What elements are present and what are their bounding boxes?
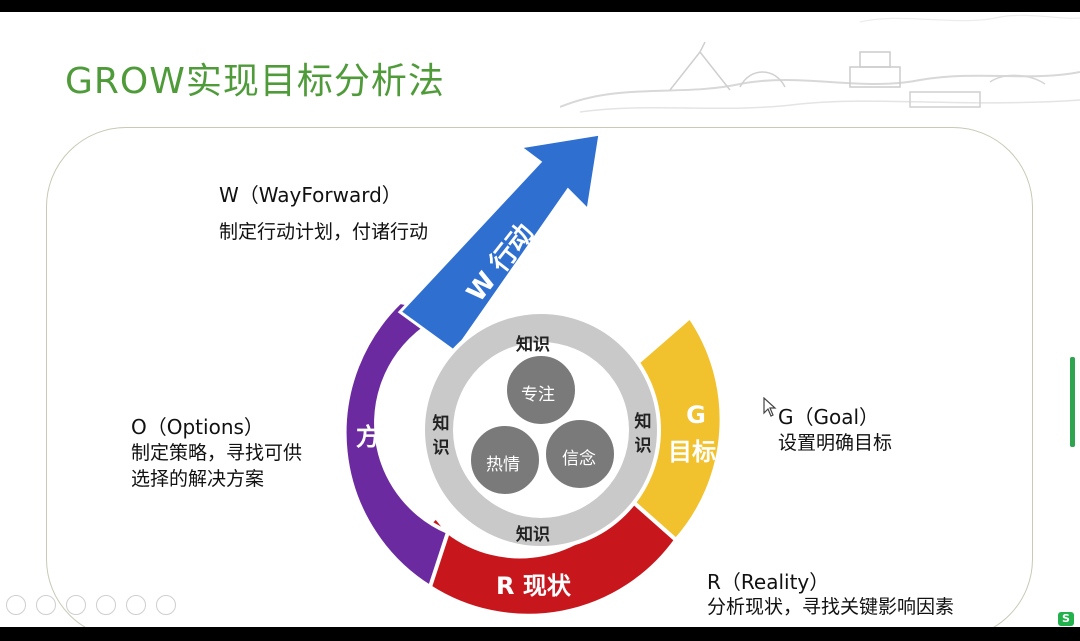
- g-segment-word: 目标: [668, 438, 716, 466]
- o-segment-word: 方案: [356, 423, 404, 451]
- o-segment-letter: O: [376, 386, 398, 414]
- player-toolbar: [6, 595, 176, 615]
- cursor-icon: [763, 397, 777, 417]
- core-label-belief: 信念: [562, 449, 596, 469]
- w-description: 制定行动计划，付诸行动: [219, 221, 429, 243]
- toolbar-pen-button[interactable]: [66, 595, 86, 615]
- r-description: 分析现状，寻找关键影响因素: [707, 596, 955, 618]
- core-circle-belief: [544, 418, 616, 490]
- w-heading: W（WayForward）: [219, 183, 402, 207]
- slide: GROW实现目标分析法 W 行动 知识 知识 知识 知识 专注 热情 信念 O …: [0, 12, 1080, 627]
- toolbar-prev-button[interactable]: [6, 595, 26, 615]
- ring-label-bottom: 知识: [516, 525, 550, 545]
- toolbar-more-button[interactable]: [156, 595, 176, 615]
- core-circle-focus: [505, 354, 577, 426]
- ring-label-left: 知识: [432, 414, 450, 458]
- page-title: GROW实现目标分析法: [65, 61, 445, 102]
- content-frame: [46, 127, 1033, 627]
- r-heading: R（Reality）: [707, 570, 830, 594]
- grow-cycle-diagram: W 行动: [342, 132, 724, 618]
- core-label-focus: 专注: [521, 385, 555, 405]
- ring-label-right: 知识: [634, 412, 652, 456]
- w-action-arrow: [397, 132, 602, 355]
- o-heading: O（Options）: [131, 415, 264, 439]
- toolbar-zoom-button[interactable]: [126, 595, 146, 615]
- r-segment-label: R 现状: [496, 572, 571, 600]
- core-label-passion: 热情: [486, 455, 520, 475]
- toolbar-slides-button[interactable]: [96, 595, 116, 615]
- o-description-line1: 制定策略，寻找可供: [131, 442, 303, 464]
- bottom-black-bar: [0, 627, 1080, 641]
- g-description: 设置明确目标: [778, 432, 893, 454]
- core-circle-passion: [469, 424, 541, 496]
- sketch-scenery-illustration: [560, 14, 1080, 113]
- wps-badge-icon[interactable]: S: [1058, 612, 1074, 626]
- side-scroll-indicator: [1070, 357, 1075, 447]
- g-segment-letter: G: [686, 401, 706, 429]
- g-heading: G（Goal）: [778, 405, 880, 429]
- ring-label-top: 知识: [516, 335, 550, 355]
- toolbar-next-button[interactable]: [36, 595, 56, 615]
- o-description-line2: 选择的解决方案: [131, 468, 265, 490]
